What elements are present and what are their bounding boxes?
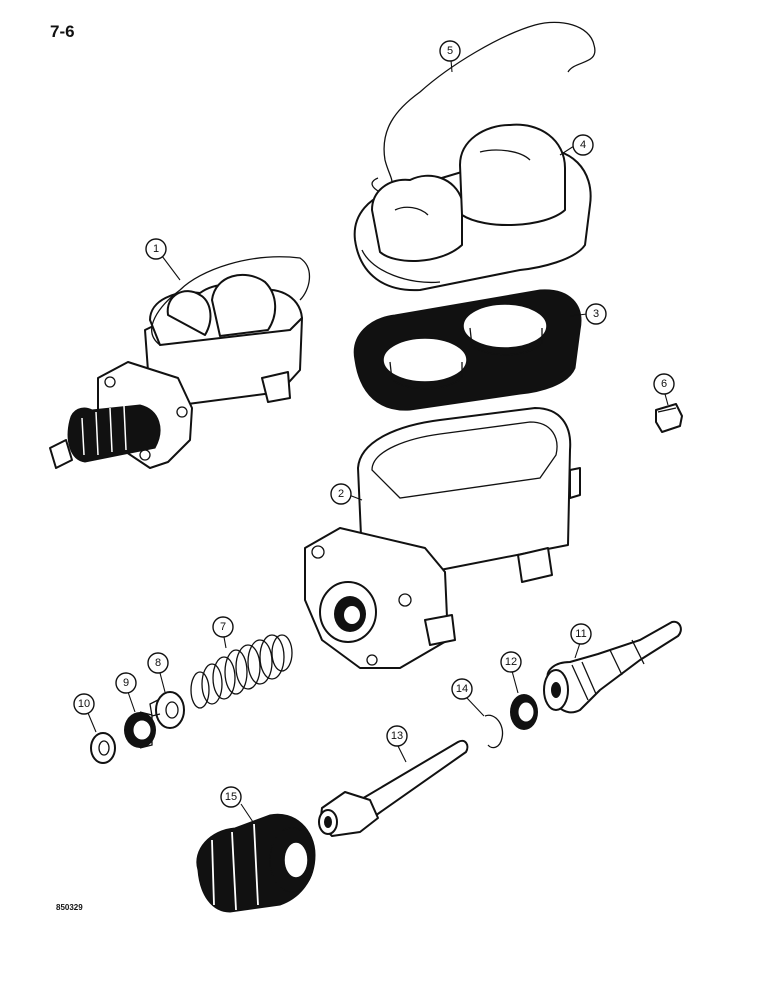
leader-10 (87, 712, 97, 733)
washer (90, 732, 116, 764)
boot (196, 813, 316, 913)
callout-label-14: 14 (456, 683, 468, 695)
callout-2: 2 (330, 483, 352, 505)
callout-label-15: 15 (225, 791, 237, 803)
leader-6 (664, 393, 669, 406)
leader-4 (559, 145, 575, 156)
piston (543, 620, 682, 714)
page-number: 7-6 (50, 22, 75, 41)
leader-lines (87, 59, 669, 823)
callout-label-7: 7 (220, 621, 226, 633)
figure-code: 850329 (56, 903, 83, 912)
push-rod (318, 739, 469, 837)
spring-retainer (149, 691, 185, 729)
callout-label-11: 11 (575, 628, 586, 640)
plug (655, 403, 683, 433)
leader-12 (511, 670, 519, 694)
callout-label-8: 8 (155, 657, 161, 669)
callout-5: 5 (439, 40, 461, 62)
master-cylinder-body (304, 407, 581, 669)
leader-8 (159, 672, 166, 693)
spring (190, 634, 293, 709)
callout-label-12: 12 (505, 656, 517, 668)
callout-6: 6 (653, 373, 675, 395)
callout-14: 14 (451, 678, 473, 700)
reservoir-gasket (353, 289, 582, 411)
secondary-cup (510, 694, 538, 730)
callout-13: 13 (386, 725, 408, 747)
callout-label-13: 13 (391, 730, 403, 742)
leader-3 (569, 313, 588, 317)
callout-4: 4 (572, 134, 594, 156)
callout-9: 9 (115, 672, 137, 694)
leader-1 (161, 255, 181, 281)
callout-label-9: 9 (123, 677, 129, 689)
callout-8: 8 (147, 652, 169, 674)
leader-13 (397, 745, 407, 763)
callout-11: 11 (570, 623, 592, 645)
leader-14 (465, 696, 485, 717)
leader-7 (223, 636, 227, 649)
callout-15: 15 (220, 786, 242, 808)
callout-3: 3 (585, 303, 607, 325)
callout-label-1: 1 (153, 243, 159, 255)
callout-7: 7 (212, 616, 234, 638)
callout-label-6: 6 (661, 378, 667, 390)
callout-label-10: 10 (78, 698, 90, 710)
leader-9 (127, 691, 136, 713)
master-cylinder-assembly (49, 256, 311, 469)
callout-label-4: 4 (580, 139, 586, 151)
snap-ring (484, 714, 504, 749)
callout-label-2: 2 (338, 488, 344, 500)
leader-15 (240, 803, 254, 823)
callout-1: 1 (145, 238, 167, 260)
primary-cup (124, 711, 156, 749)
callout-10: 10 (73, 693, 95, 715)
leader-5 (450, 59, 453, 73)
leader-11 (574, 642, 581, 659)
reservoir-cover (353, 123, 592, 292)
callout-12: 12 (500, 651, 522, 673)
callout-label-3: 3 (593, 308, 599, 320)
callout-label-5: 5 (447, 45, 453, 57)
